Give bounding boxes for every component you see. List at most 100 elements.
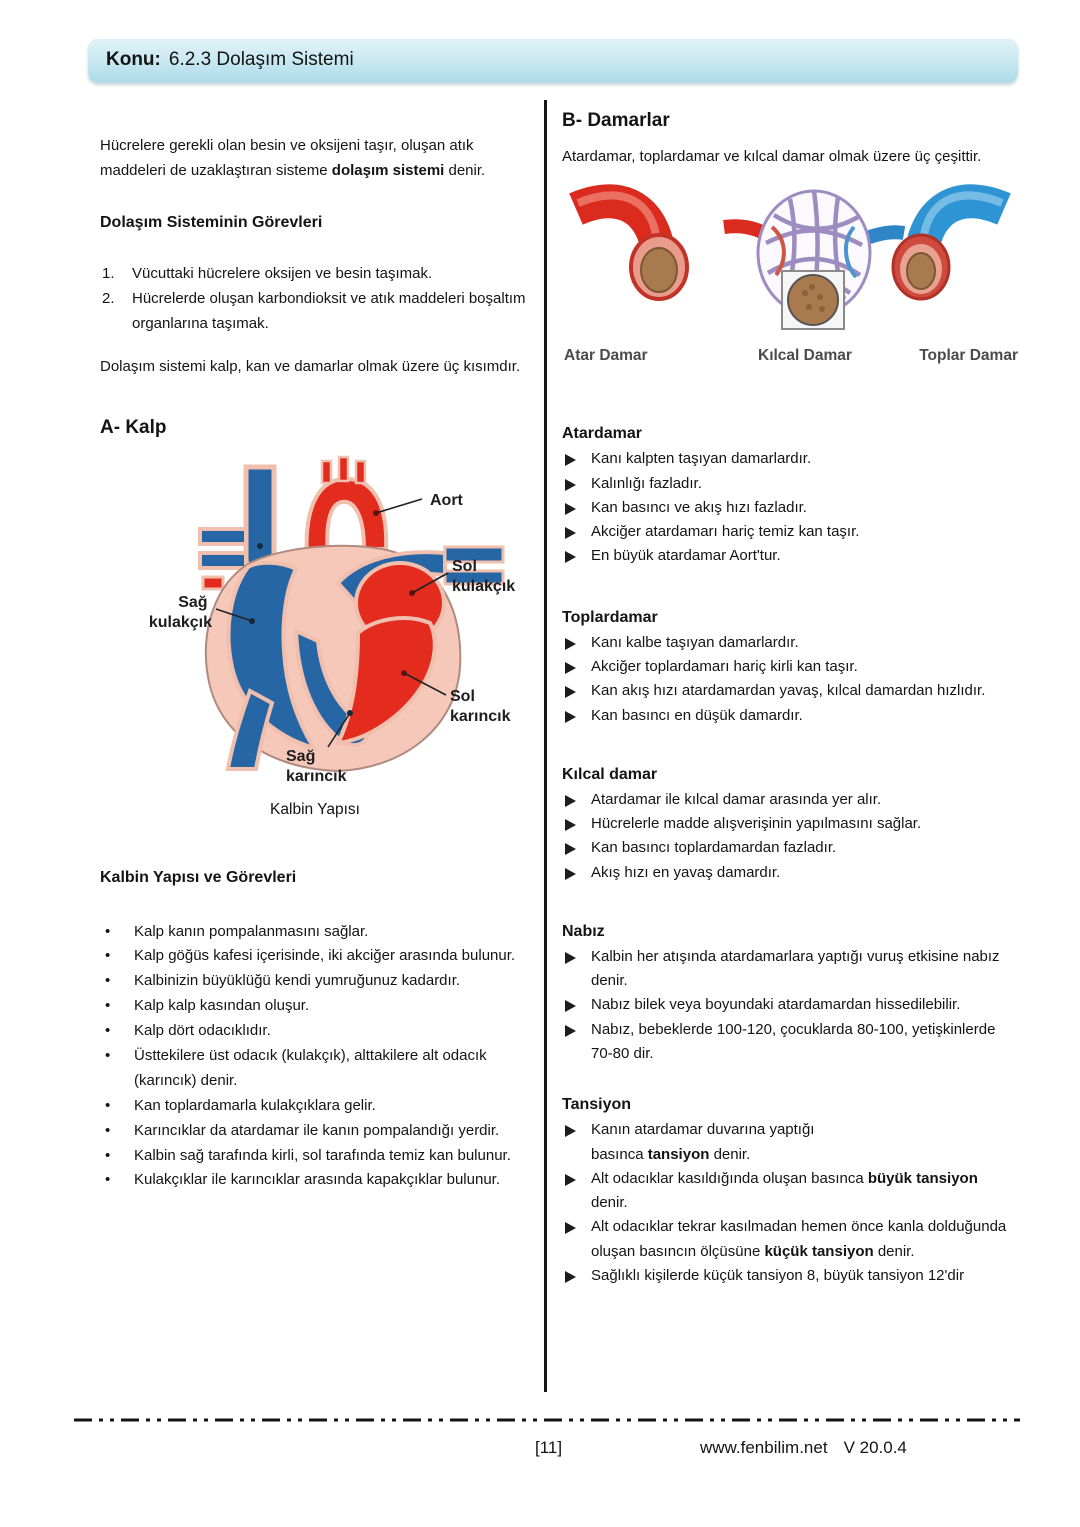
vessel-labels-row: Atar Damar Kılcal Damar Toplar Damar bbox=[562, 343, 1018, 369]
structure-item-text: Kan toplardamarla kulakçıklara gelir. bbox=[134, 1096, 376, 1114]
vessel-fact-text: Kalınlığı fazladır. bbox=[591, 474, 702, 492]
structure-item: • Kan toplardamarla kulakçıklara gelir. bbox=[100, 1094, 530, 1119]
duty-item: 2. Hücrelerde oluşan karbondioksit ve at… bbox=[100, 287, 530, 337]
arrow-bullet-icon bbox=[565, 710, 576, 723]
section-toplardamar: Toplardamar Kanı kalbe taşıyan damarlard… bbox=[562, 605, 1018, 728]
topic-header-bar: Konu: 6.2.3 Dolaşım Sistemi bbox=[88, 38, 1018, 82]
bullet-icon: • bbox=[105, 922, 111, 940]
vessel-fact-text: Nabız, bebeklerde 100-120, çocuklarda 80… bbox=[591, 1020, 1000, 1063]
duty-number: 1. bbox=[102, 265, 115, 283]
heart-heading: A- Kalp bbox=[100, 416, 167, 438]
vessel-fact-text: Kanı kalpten taşıyan damarlardır. bbox=[591, 450, 812, 468]
pulmonary-stub-red bbox=[201, 575, 225, 591]
structure-item-text: Karıncıklar da atardamar ile kanın pompa… bbox=[134, 1121, 500, 1139]
vessel-fact-item: Akciğer toplardamarı hariç kirli kan taş… bbox=[562, 655, 1018, 679]
parts-paragraph: Dolaşım sistemi kalp, kan ve damarlar ol… bbox=[100, 358, 521, 375]
vessel-fact-text: Kan basıncı ve akış hızı fazladır. bbox=[591, 498, 807, 516]
vessel-fact-item: Alt odacıklar kasıldığında oluşan basınc… bbox=[562, 1167, 1018, 1216]
pulmonary-stub bbox=[198, 527, 248, 547]
arrow-bullet-icon bbox=[565, 794, 576, 807]
section-nabiz: Nabız Kalbin her atışında atardamarlara … bbox=[562, 919, 1018, 1066]
structure-item: • Kalp kalp kasından oluşur. bbox=[100, 994, 530, 1019]
vessels-heading: B- Damarlar bbox=[562, 110, 670, 131]
vessel-fact-item: Kalınlığı fazladır. bbox=[562, 472, 1018, 496]
section-tansiyon: Tansiyon Kanın atardamar duvarına yaptığ… bbox=[562, 1092, 1018, 1288]
vessels-intro: Atardamar, toplardamar ve kılcal damar o… bbox=[562, 147, 982, 165]
vessel-fact-text: Akciğer toplardamarı hariç kirli kan taş… bbox=[591, 657, 858, 675]
arrow-bullet-icon bbox=[565, 1173, 576, 1186]
heart-label-sol-karincik: Sol karıncık bbox=[450, 688, 511, 725]
structure-item: • Kalbinizin büyüklüğü kendi yumruğunuz … bbox=[100, 969, 530, 994]
duty-item: 1. Vücuttaki hücrelere oksijen ve besin … bbox=[100, 262, 530, 287]
duty-text: Hücrelerde oluşan karbondioksit ve atık … bbox=[132, 290, 530, 333]
structure-item: • Kalp dört odacıklıdır. bbox=[100, 1019, 530, 1044]
vessel-fact-item: Kan akış hızı atardamardan yavaş, kılcal… bbox=[562, 679, 1018, 703]
label-line-sol-karincik bbox=[403, 672, 447, 697]
heart-figure: Aort Sol kulakçık Sağ kulakçık Sol karın… bbox=[100, 451, 530, 823]
vessel-fact-text: Kan akış hızı atardamardan yavaş, kılcal… bbox=[591, 682, 986, 700]
duty-number: 2. bbox=[102, 290, 115, 308]
vessel-fact-item: En büyük atardamar Aort'tur. bbox=[562, 544, 1018, 568]
structure-item: • Kalp göğüs kafesi içerisinde, iki akci… bbox=[100, 944, 530, 969]
vessel-fact-item: Kalbin her atışında atardamarlara yaptığ… bbox=[562, 945, 1018, 994]
bullet-icon: • bbox=[105, 972, 111, 990]
structure-item: • Üsttekilere üst odacık (kulakçık), alt… bbox=[100, 1044, 530, 1094]
vessel-fact-item: Kanın atardamar duvarına yaptığı basınca… bbox=[562, 1118, 1018, 1167]
structure-item-text: Kalbin sağ tarafında kirli, sol tarafınd… bbox=[134, 1146, 511, 1164]
aorta-branch bbox=[320, 460, 333, 485]
label-line-sag-kulakcik bbox=[215, 608, 253, 623]
vessel-fact-item: Kan basıncı en düşük damardır. bbox=[562, 704, 1018, 728]
structure-item: • Kalp kanın pompalanmasını sağlar. bbox=[100, 920, 530, 945]
bullet-icon: • bbox=[105, 1121, 111, 1139]
structure-heading: Kalbin Yapısı ve Görevleri bbox=[100, 869, 297, 887]
vessel-label-toplardamar: Toplar Damar bbox=[919, 347, 1018, 365]
vessel-fact-item: Kanı kalbe taşıyan damarlardır. bbox=[562, 631, 1018, 655]
structure-list: • Kalp kanın pompalanmasını sağlar. • Ka… bbox=[100, 920, 530, 1194]
heart-label-sol-kulakcik: Sol kulakçık bbox=[452, 558, 515, 595]
left-column: Hücrelere gerekli olan besin ve oksijeni… bbox=[100, 134, 530, 1193]
arrow-bullet-icon bbox=[565, 1000, 576, 1013]
vessel-fact-item: Sağlıklı kişilerde küçük tansiyon 8, büy… bbox=[562, 1264, 1018, 1288]
vessel-fact-text: Kan basıncı en düşük damardır. bbox=[591, 706, 803, 724]
bullet-icon: • bbox=[105, 1171, 111, 1189]
structure-item: • Karıncıklar da atardamar ile kanın pom… bbox=[100, 1119, 530, 1144]
vessel-fact-text: Sağlıklı kişilerde küçük tansiyon 8, büy… bbox=[591, 1267, 965, 1285]
arrow-bullet-icon bbox=[565, 951, 576, 964]
label-line-aort bbox=[375, 498, 423, 515]
arrow-bullet-icon bbox=[565, 454, 576, 467]
vessel-fact-text: Kan basıncı toplardamardan fazladır. bbox=[591, 839, 837, 857]
vessels-illustration bbox=[569, 184, 1011, 331]
arrow-bullet-icon bbox=[565, 637, 576, 650]
arrow-bullet-icon bbox=[565, 686, 576, 699]
structure-item-text: Kalp dört odacıklıdır. bbox=[134, 1022, 271, 1040]
structure-item-text: Üsttekilere üst odacık (kulakçık), altta… bbox=[134, 1047, 491, 1089]
section-list: Kanın atardamar duvarına yaptığı basınca… bbox=[562, 1118, 1018, 1288]
section-title: Atardamar bbox=[562, 425, 643, 443]
section-atardamar: Atardamar Kanı kalpten taşıyan damarlard… bbox=[562, 421, 1018, 568]
arrow-bullet-icon bbox=[565, 867, 576, 880]
vessel-fact-item: Hücrelerle madde alışverişinin yapılması… bbox=[562, 812, 1018, 836]
vessel-label-atardamar: Atar Damar bbox=[564, 347, 648, 365]
vessel-fact-text: Nabız bilek veya boyundaki atardamardan … bbox=[591, 996, 961, 1014]
version-label: V 20.0.4 bbox=[843, 1438, 907, 1457]
arrow-bullet-icon bbox=[565, 661, 576, 674]
duties-list: 1. Vücuttaki hücrelere oksijen ve besin … bbox=[100, 262, 530, 337]
bullet-icon: • bbox=[105, 1022, 111, 1040]
section-list: Kanı kalbe taşıyan damarlardır. Akciğer … bbox=[562, 631, 1018, 728]
bullet-icon: • bbox=[105, 1047, 111, 1065]
arrow-bullet-icon bbox=[565, 502, 576, 515]
inferior-vena-cava-shape bbox=[225, 688, 275, 772]
column-divider bbox=[544, 100, 547, 1392]
vessel-fact-item: Alt odacıklar tekrar kasılmadan hemen ön… bbox=[562, 1215, 1018, 1264]
vessel-fact-text: Hücrelerle madde alışverişinin yapılması… bbox=[591, 815, 922, 833]
vessel-fact-item: Atardamar ile kılcal damar arasında yer … bbox=[562, 788, 1018, 812]
pulmonary-stub bbox=[198, 551, 248, 571]
vein-illustration bbox=[891, 184, 1011, 301]
vessel-fact-item: Nabız bilek veya boyundaki atardamardan … bbox=[562, 993, 1018, 1017]
vessel-fact-item: Akciğer atardamarı hariç temiz kan taşır… bbox=[562, 520, 1018, 544]
section-title: Toplardamar bbox=[562, 608, 658, 626]
section-list: Kalbin her atışında atardamarlara yaptığ… bbox=[562, 945, 1018, 1066]
vessel-fact-text: Kalbin her atışında atardamarlara yaptığ… bbox=[591, 947, 1004, 990]
heart-label-sag-kulakcik: Sağ kulakçık bbox=[149, 594, 212, 631]
